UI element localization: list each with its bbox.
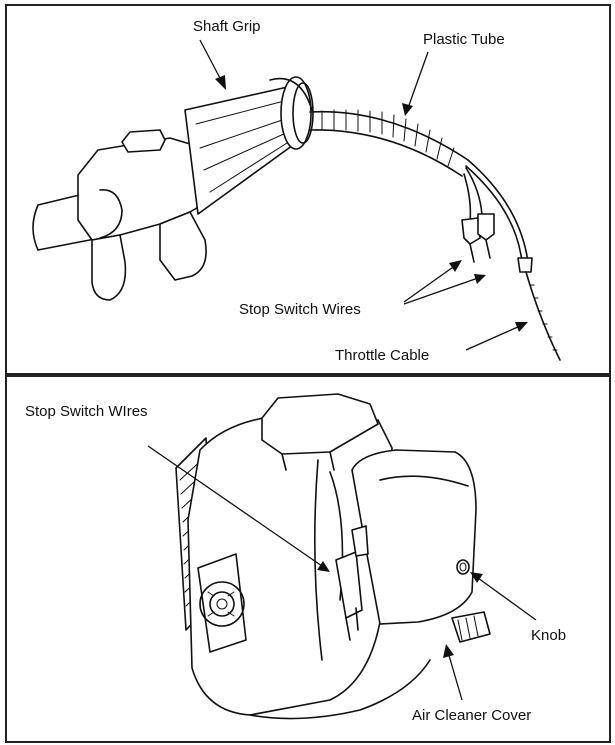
knob-label: Knob <box>531 627 566 644</box>
engine-stop-switch-wires-label: Stop Switch WIres <box>25 403 148 420</box>
top-panel-frame <box>5 4 611 375</box>
stop-switch-wires-label: Stop Switch Wires <box>239 301 361 318</box>
bottom-panel-frame <box>5 375 611 743</box>
air-cleaner-cover-arrow <box>443 644 463 701</box>
shaft-grip-drawing <box>32 76 561 361</box>
shaft-grip-label: Shaft Grip <box>193 18 261 35</box>
engine-stop-switch-wires-arrow <box>147 445 330 572</box>
plastic-tube-arrow <box>402 51 429 116</box>
engine-drawing <box>175 393 491 720</box>
throttle-cable-arrow <box>465 322 528 351</box>
air-cleaner-cover-label: Air Cleaner Cover <box>412 707 531 724</box>
throttle-cable-label: Throttle Cable <box>335 347 429 364</box>
stop-switch-wires-arrows <box>403 260 486 305</box>
knob-arrow <box>470 572 537 621</box>
plastic-tube-label: Plastic Tube <box>423 31 505 48</box>
shaft-grip-arrow <box>199 39 226 90</box>
